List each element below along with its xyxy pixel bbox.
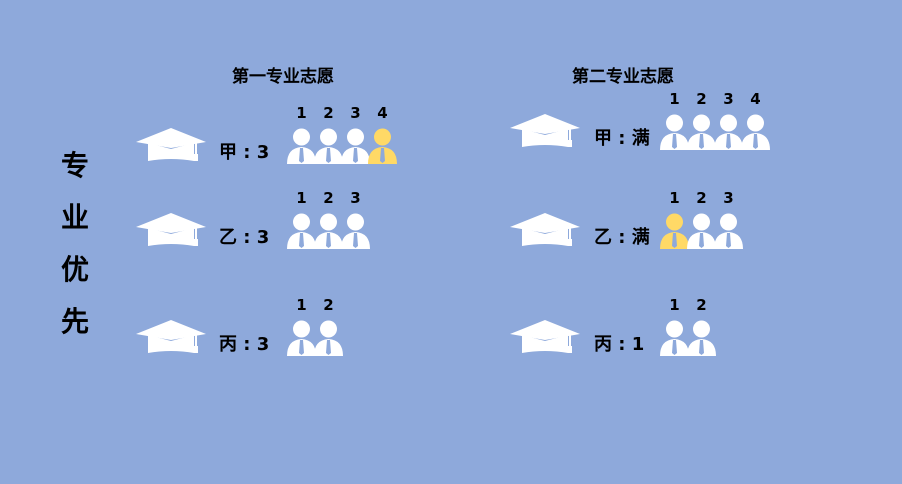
applicant-number: 4: [750, 90, 761, 108]
applicant: 3: [341, 104, 370, 164]
major-quota-label: 甲 : 3: [219, 142, 270, 163]
applicant: 3: [341, 189, 370, 249]
applicant-number: 3: [350, 189, 361, 207]
applicant: 1: [287, 296, 316, 356]
major-quota-label: 甲 : 满: [594, 128, 650, 149]
graduation-cap-icon: [510, 213, 580, 249]
applicant-number: 2: [323, 296, 334, 314]
major-quota-label: 丙 : 3: [219, 334, 270, 355]
applicant: 3: [714, 90, 743, 150]
side-title-char: 优: [60, 253, 89, 286]
applicant-number: 2: [323, 189, 334, 207]
graduation-cap-icon: [136, 128, 206, 164]
applicant-number: 3: [723, 189, 734, 207]
applicant: 2: [314, 189, 343, 249]
applicant-number: 2: [696, 189, 707, 207]
applicant: 4: [741, 90, 770, 150]
applicant-number: 2: [696, 296, 707, 314]
applicant: 1: [660, 90, 689, 150]
major-quota-label: 乙 : 3: [219, 227, 270, 248]
applicant: 3: [714, 189, 743, 249]
applicant: 2: [314, 104, 343, 164]
column-title-second-choice: 第二专业志愿: [572, 67, 674, 87]
applicant: 2: [687, 296, 716, 356]
applicant-number: 1: [669, 189, 680, 207]
applicant-number: 3: [723, 90, 734, 108]
side-title-char: 先: [60, 305, 89, 338]
major-quota-label: 丙 : 1: [594, 334, 645, 355]
applicant: 2: [687, 90, 716, 150]
applicant-number: 3: [350, 104, 361, 122]
applicant-highlighted: 4: [368, 104, 397, 164]
side-title-major-priority: 专 业 优 先: [55, 140, 95, 348]
applicant: 1: [660, 296, 689, 356]
applicant: 1: [287, 104, 316, 164]
applicant: 2: [687, 189, 716, 249]
applicant: 2: [314, 296, 343, 356]
applicant-number: 1: [669, 90, 680, 108]
side-title-char: 专: [60, 149, 89, 182]
applicant-number: 1: [296, 104, 307, 122]
applicant: 1: [287, 189, 316, 249]
applicant-number: 4: [377, 104, 388, 122]
applicant-number: 1: [669, 296, 680, 314]
major-quota-label: 乙 : 满: [594, 227, 650, 248]
applicant-number: 1: [296, 189, 307, 207]
applicant-number: 1: [296, 296, 307, 314]
applicant-number: 2: [696, 90, 707, 108]
side-title-char: 业: [60, 201, 89, 234]
graduation-cap-icon: [136, 213, 206, 249]
graduation-cap-icon: [136, 320, 206, 356]
applicant-highlighted: 1: [660, 189, 689, 249]
column-title-first-choice: 第一专业志愿: [232, 67, 334, 87]
graduation-cap-icon: [510, 320, 580, 356]
graduation-cap-icon: [510, 114, 580, 150]
applicant-number: 2: [323, 104, 334, 122]
